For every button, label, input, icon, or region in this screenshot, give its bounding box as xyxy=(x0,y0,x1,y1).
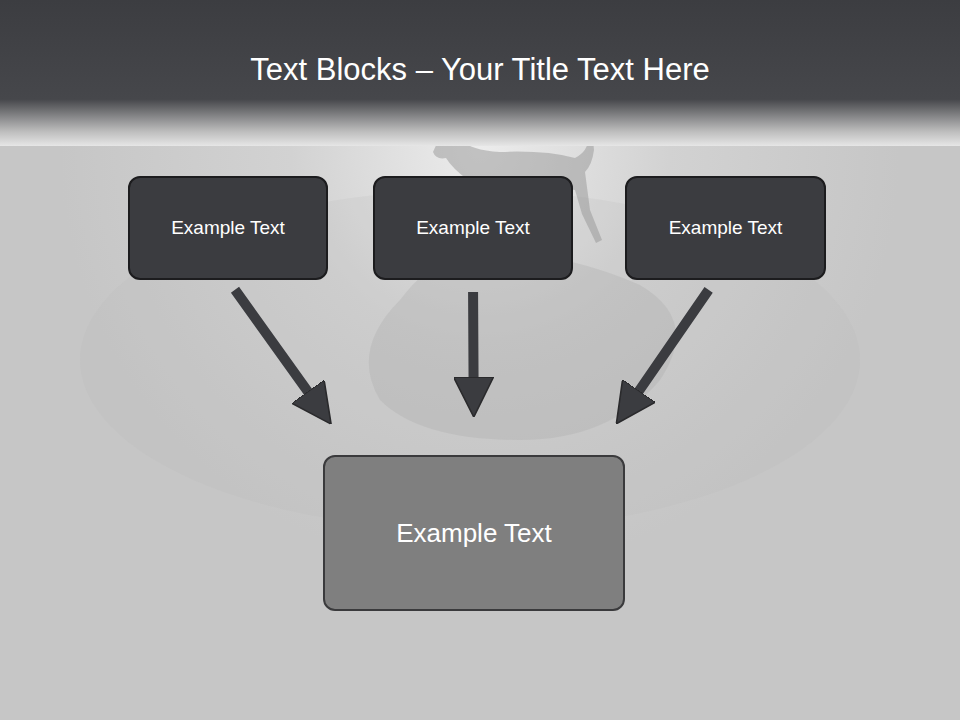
flow-arrow xyxy=(468,292,479,417)
header-band xyxy=(0,0,960,146)
box-text: Example Text xyxy=(171,217,285,239)
input-box: Example Text xyxy=(625,176,826,280)
input-box: Example Text xyxy=(128,176,328,280)
slide-title: Text Blocks – Your Title Text Here xyxy=(0,52,960,88)
flow-arrow xyxy=(616,290,708,424)
box-text: Example Text xyxy=(396,518,552,549)
input-box: Example Text xyxy=(373,176,573,280)
flow-arrow xyxy=(235,290,331,424)
box-text: Example Text xyxy=(669,217,783,239)
result-box: Example Text xyxy=(323,455,625,611)
box-text: Example Text xyxy=(416,217,530,239)
